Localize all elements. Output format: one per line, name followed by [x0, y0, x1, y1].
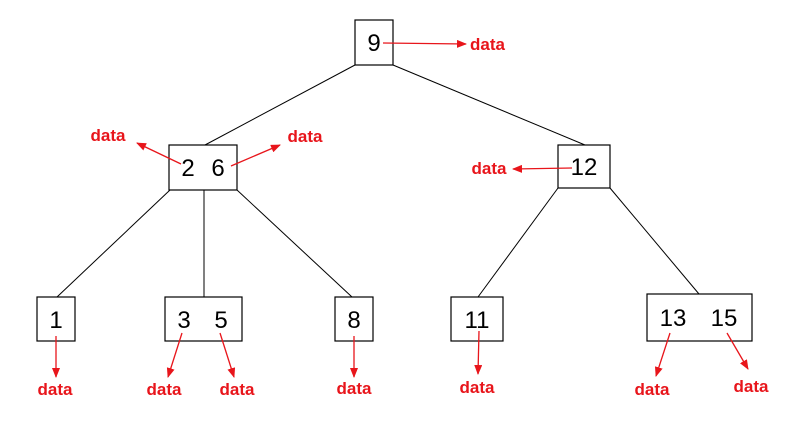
data-label: data	[337, 379, 373, 398]
data-label: data	[288, 127, 324, 146]
data-pointer-arrow	[166, 332, 183, 378]
node-key: 2	[181, 155, 194, 182]
data-label: data	[470, 35, 506, 54]
tree-edges	[56, 64, 700, 298]
data-pointer-arrow	[230, 144, 281, 167]
edge-node-2-6-to-leaf-8	[236, 189, 353, 298]
edge-root-to-node-12	[392, 64, 586, 146]
node-key: 6	[211, 155, 224, 182]
data-pointer-arrow	[136, 142, 182, 165]
data-pointer-arrow	[219, 332, 236, 378]
node-key: 12	[571, 154, 598, 181]
node-box	[168, 144, 238, 191]
edge-node-12-to-leaf-13-15	[609, 187, 700, 295]
data-label: data	[472, 159, 508, 178]
edge-node-2-6-to-leaf-1	[56, 189, 171, 298]
node-key: 11	[465, 307, 490, 334]
tree-node-12: 12 data	[472, 144, 611, 189]
tree-leaf-13-15: 13 15 data data	[635, 293, 770, 399]
data-label: data	[220, 380, 256, 399]
tree-leaf-1: 1 data	[36, 296, 76, 399]
data-pointer-arrow	[512, 164, 573, 173]
tree-leaf-8: 8 data	[334, 296, 374, 398]
edge-root-to-node-2-6	[204, 64, 356, 146]
node-box	[450, 296, 504, 342]
data-pointer-arrow	[382, 39, 467, 48]
data-label: data	[38, 380, 74, 399]
node-key: 8	[347, 307, 360, 334]
node-key: 13	[660, 305, 687, 332]
node-key: 15	[711, 305, 738, 332]
node-box	[164, 296, 243, 342]
data-label: data	[91, 126, 127, 145]
node-key: 5	[214, 307, 227, 334]
data-label: data	[460, 378, 496, 397]
data-label: data	[734, 377, 770, 396]
data-label: data	[635, 380, 671, 399]
node-key: 3	[177, 307, 190, 334]
tree-leaf-11: 11 data	[450, 296, 504, 397]
edge-node-12-to-leaf-11	[477, 187, 559, 298]
node-key: 9	[367, 30, 380, 57]
data-pointer-arrow	[726, 332, 749, 370]
tree-leaf-3-5: 3 5 data data	[147, 296, 256, 399]
node-key: 1	[49, 307, 62, 334]
data-label: data	[147, 380, 183, 399]
tree-node-2-6: 2 6 data data	[91, 126, 324, 191]
data-pointer-arrow	[654, 332, 671, 377]
node-box	[557, 144, 611, 189]
node-box	[646, 293, 753, 342]
tree-node-root: 9 data	[354, 19, 506, 66]
data-pointer-arrow	[474, 330, 483, 375]
